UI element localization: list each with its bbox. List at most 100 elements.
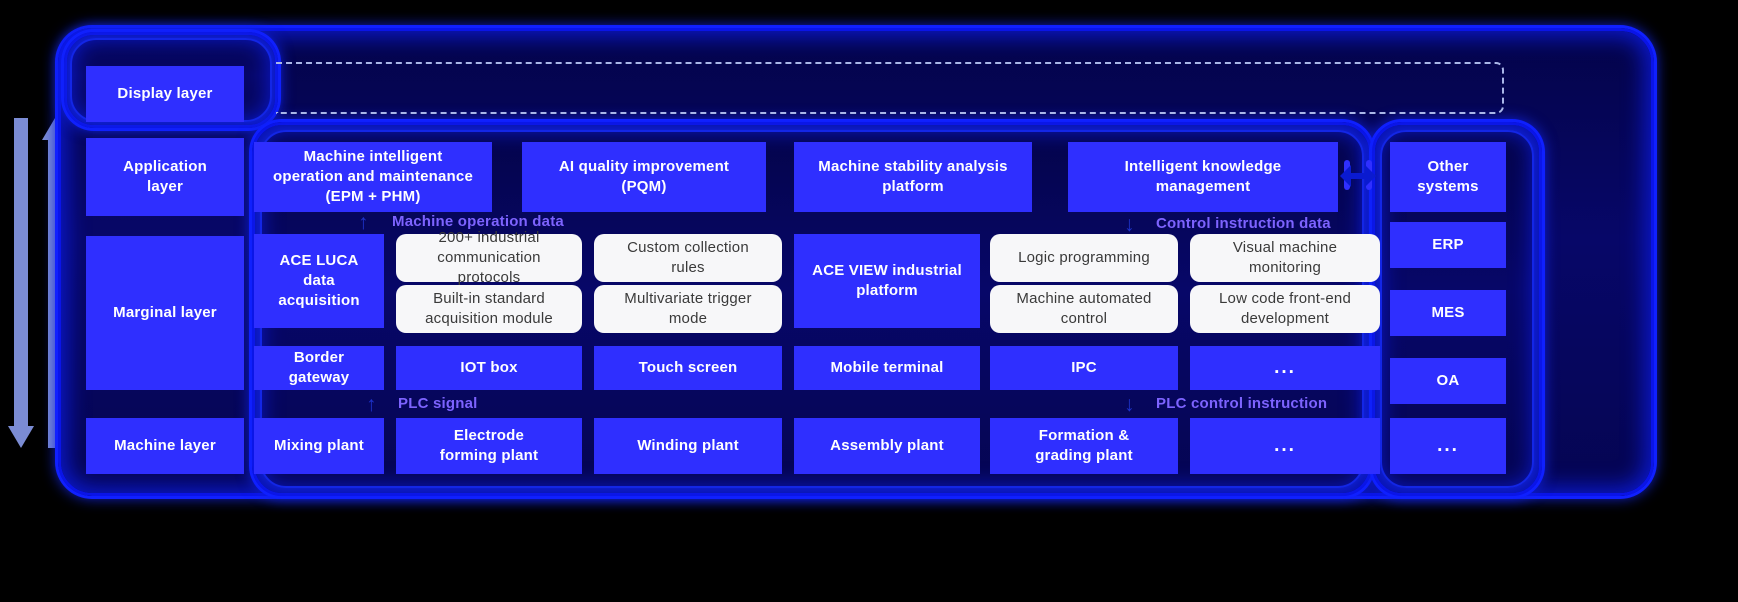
app-stability-line2: platform	[882, 178, 944, 195]
marginal-card-low-code-development[interactable]: Low code front-end development	[1190, 285, 1380, 333]
marginal-block-ace-view[interactable]: ACE VIEW industrial platform	[794, 234, 980, 328]
machine-electrode-line1: Electrode	[453, 426, 525, 444]
device-border-gateway-label: Border gateway	[288, 348, 350, 386]
card-collection-line2: rules	[671, 259, 705, 276]
app-knowledge-line2: management	[1155, 178, 1251, 195]
device-mobile-terminal-label: Mobile terminal	[830, 358, 944, 376]
machine-block-side-more[interactable]: ...	[1390, 418, 1506, 474]
card-lowcode-line2: development	[1240, 310, 1330, 327]
layer-label-application: Application layer	[86, 138, 244, 216]
card-protocols-line1: 200+ industrial	[438, 228, 540, 246]
clipped-left-caption: tion	[0, 86, 3, 103]
bidirectional-link-arrow	[1340, 165, 1376, 187]
device-block-more[interactable]: ...	[1190, 346, 1380, 390]
layer-label-application-line1: Application	[123, 157, 207, 175]
application-block-epm-phm[interactable]: Machine intelligent operation and mainte…	[254, 142, 492, 212]
card-protocols-line2: communication protocols	[437, 248, 541, 287]
layer-label-marginal: Marginal layer	[86, 236, 244, 390]
display-layer-dashed-connector	[276, 62, 1504, 114]
marginal-block-ace-luca[interactable]: ACE LUCA data acquisition	[254, 234, 384, 328]
device-iot-box-label: IOT box	[460, 358, 518, 376]
device-block-mobile-terminal[interactable]: Mobile terminal	[794, 346, 980, 390]
machine-side-more-label: ...	[1437, 435, 1459, 457]
marginal-card-machine-automated-control[interactable]: Machine automated control	[990, 285, 1178, 333]
ace-view-line1: ACE VIEW industrial	[812, 261, 962, 279]
app-stability-line1: Machine stability analysis	[818, 157, 1008, 175]
external-system-erp[interactable]: ERP	[1390, 222, 1506, 268]
flow-label-plc-control-instruction: PLC control instruction	[1156, 395, 1328, 412]
card-visual-line1: Visual machine	[1232, 238, 1338, 256]
card-automated-line1: Machine automated	[1016, 289, 1152, 307]
machine-more-label: ...	[1274, 435, 1296, 457]
machine-block-more[interactable]: ...	[1190, 418, 1380, 474]
card-trigger-line2: mode	[668, 310, 708, 327]
machine-block-assembly-plant[interactable]: Assembly plant	[794, 418, 980, 474]
machine-block-electrode-forming-plant[interactable]: Electrode forming plant	[396, 418, 582, 474]
card-builtin-line2: acquisition module	[425, 310, 553, 327]
device-touch-screen-label: Touch screen	[638, 358, 738, 376]
card-logic-line1: Logic programming	[1018, 248, 1150, 266]
marginal-card-protocols[interactable]: 200+ industrial communication protocols	[396, 229, 582, 286]
device-block-border-gateway[interactable]: Border gateway	[254, 346, 384, 390]
app-pqm-line2: (PQM)	[621, 178, 667, 195]
card-trigger-line1: Multivariate trigger	[624, 289, 752, 307]
layer-label-display-text: Display layer	[117, 84, 213, 102]
ace-view-line2: platform	[856, 282, 918, 299]
machine-block-mixing-plant[interactable]: Mixing plant	[254, 418, 384, 474]
marginal-card-multivariate-trigger[interactable]: Multivariate trigger mode	[594, 285, 782, 333]
device-ipc-label: IPC	[1071, 358, 1097, 376]
device-block-ipc[interactable]: IPC	[990, 346, 1178, 390]
machine-formation-line2: grading plant	[1035, 447, 1133, 464]
downward-flow-arrow	[8, 118, 34, 448]
app-epm-line1: Machine intelligent	[303, 147, 443, 165]
marginal-card-visual-monitoring[interactable]: Visual machine monitoring	[1190, 234, 1380, 282]
card-lowcode-line1: Low code front-end	[1218, 289, 1351, 307]
control-instruction-data-down-arrow: ↓	[1124, 213, 1135, 236]
machine-operation-data-up-arrow: ↑	[358, 211, 369, 234]
machine-assembly-line1: Assembly plant	[830, 436, 944, 454]
layer-label-display: Display layer	[86, 66, 244, 122]
marginal-card-custom-collection[interactable]: Custom collection rules	[594, 234, 782, 282]
marginal-card-logic-programming[interactable]: Logic programming	[990, 234, 1178, 282]
plc-signal-up-arrow: ↑	[366, 393, 377, 416]
layer-label-machine-text: Machine layer	[114, 436, 216, 454]
app-other-line1: Other	[1427, 157, 1469, 175]
app-epm-line3: (EPM + PHM)	[325, 188, 421, 206]
card-builtin-line1: Built-in standard	[433, 289, 545, 307]
app-pqm-line1: AI quality improvement	[558, 157, 730, 175]
machine-electrode-line2: forming plant	[439, 447, 539, 464]
marginal-card-builtin-module[interactable]: Built-in standard acquisition module	[396, 285, 582, 333]
application-block-other-systems[interactable]: Other systems	[1390, 142, 1506, 212]
flow-label-plc-signal: PLC signal	[398, 395, 478, 412]
device-more-label: ...	[1274, 357, 1296, 379]
oa-label: OA	[1436, 371, 1460, 389]
machine-winding-line1: Winding plant	[637, 436, 739, 454]
device-block-touch-screen[interactable]: Touch screen	[594, 346, 782, 390]
card-automated-line2: control	[1060, 310, 1108, 327]
machine-mixing-line1: Mixing plant	[274, 436, 364, 454]
machine-block-formation-grading-plant[interactable]: Formation & grading plant	[990, 418, 1178, 474]
erp-label: ERP	[1432, 235, 1464, 253]
application-block-pqm[interactable]: AI quality improvement (PQM)	[522, 142, 766, 212]
machine-formation-line1: Formation &	[1038, 426, 1130, 444]
flow-label-control-instruction-data: Control instruction data	[1156, 215, 1331, 232]
card-collection-line1: Custom collection	[627, 238, 749, 256]
ace-luca-line2: acquisition	[278, 292, 360, 310]
layer-label-marginal-text: Marginal layer	[113, 303, 217, 321]
external-system-oa[interactable]: OA	[1390, 358, 1506, 404]
flow-label-machine-operation-data: Machine operation data	[392, 213, 564, 230]
ace-luca-line1: ACE LUCA data	[279, 251, 359, 289]
external-system-mes[interactable]: MES	[1390, 290, 1506, 336]
application-block-stability[interactable]: Machine stability analysis platform	[794, 142, 1032, 212]
layer-label-machine: Machine layer	[86, 418, 244, 474]
app-other-line2: systems	[1417, 178, 1479, 195]
card-visual-line2: monitoring	[1248, 259, 1322, 276]
app-epm-line2: operation and maintenance	[272, 167, 474, 185]
plc-control-instruction-down-arrow: ↓	[1124, 393, 1135, 416]
application-block-knowledge[interactable]: Intelligent knowledge management	[1068, 142, 1338, 212]
device-block-iot-box[interactable]: IOT box	[396, 346, 582, 390]
machine-block-winding-plant[interactable]: Winding plant	[594, 418, 782, 474]
layer-label-application-line2: layer	[146, 178, 184, 195]
mes-label: MES	[1431, 303, 1465, 321]
app-knowledge-line1: Intelligent knowledge	[1124, 157, 1282, 175]
